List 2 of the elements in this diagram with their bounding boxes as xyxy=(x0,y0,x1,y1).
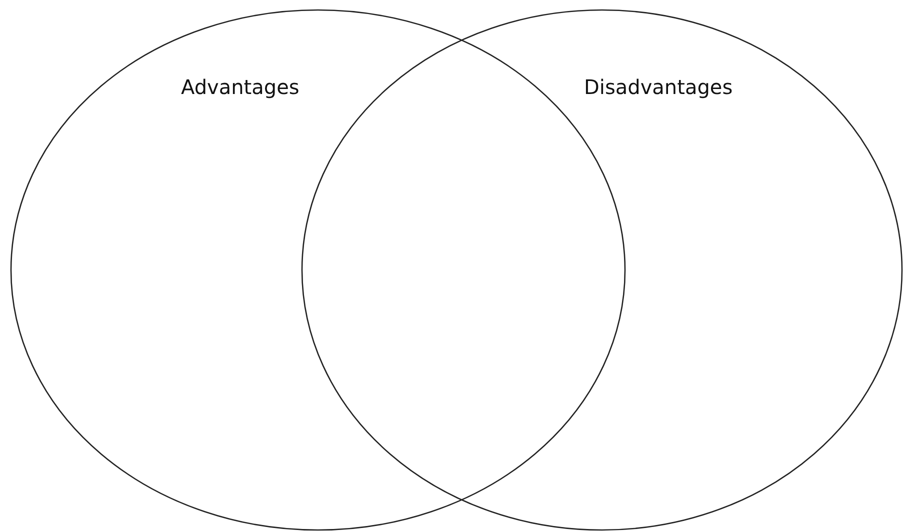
circle-label: Advantages xyxy=(181,75,300,99)
circle-label: Disadvantages xyxy=(584,75,733,99)
